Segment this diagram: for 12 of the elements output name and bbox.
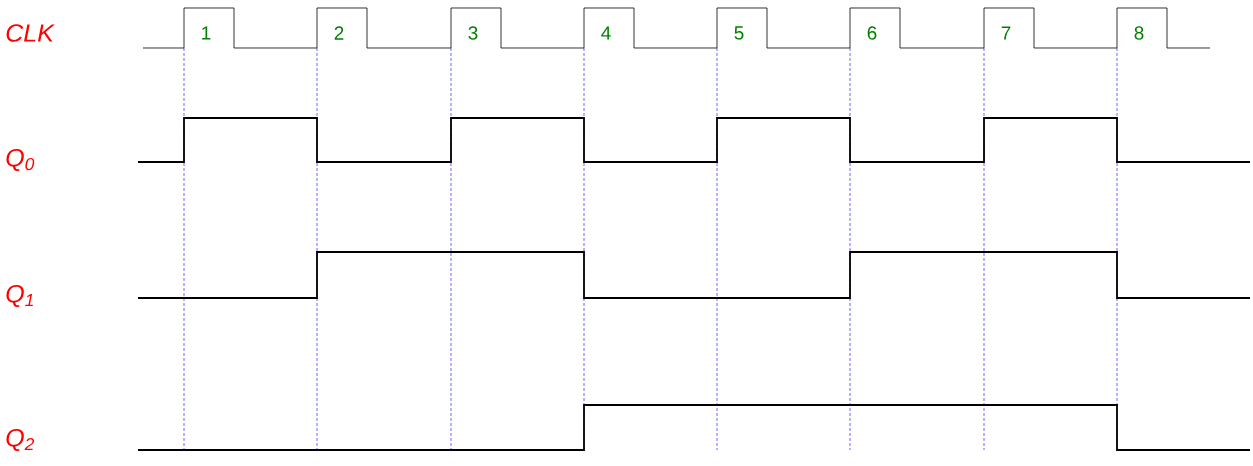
pulse-number: 8 [1134, 26, 1144, 40]
signal-label: Q$_{0}$ [6, 148, 35, 172]
pulse-number: 3 [468, 26, 478, 40]
pulse-number: 5 [734, 26, 744, 40]
signal-label: Q$_{2}$ [6, 428, 35, 452]
pulse-number: 7 [1001, 26, 1011, 40]
pulse-number: 2 [334, 26, 344, 40]
pulse-number: 4 [601, 26, 611, 40]
signal-label: Q$_{1}$ [6, 284, 33, 308]
pulse-number: 6 [867, 26, 877, 40]
signal-label: CLK [6, 24, 55, 42]
pulse-number: 1 [202, 26, 211, 40]
